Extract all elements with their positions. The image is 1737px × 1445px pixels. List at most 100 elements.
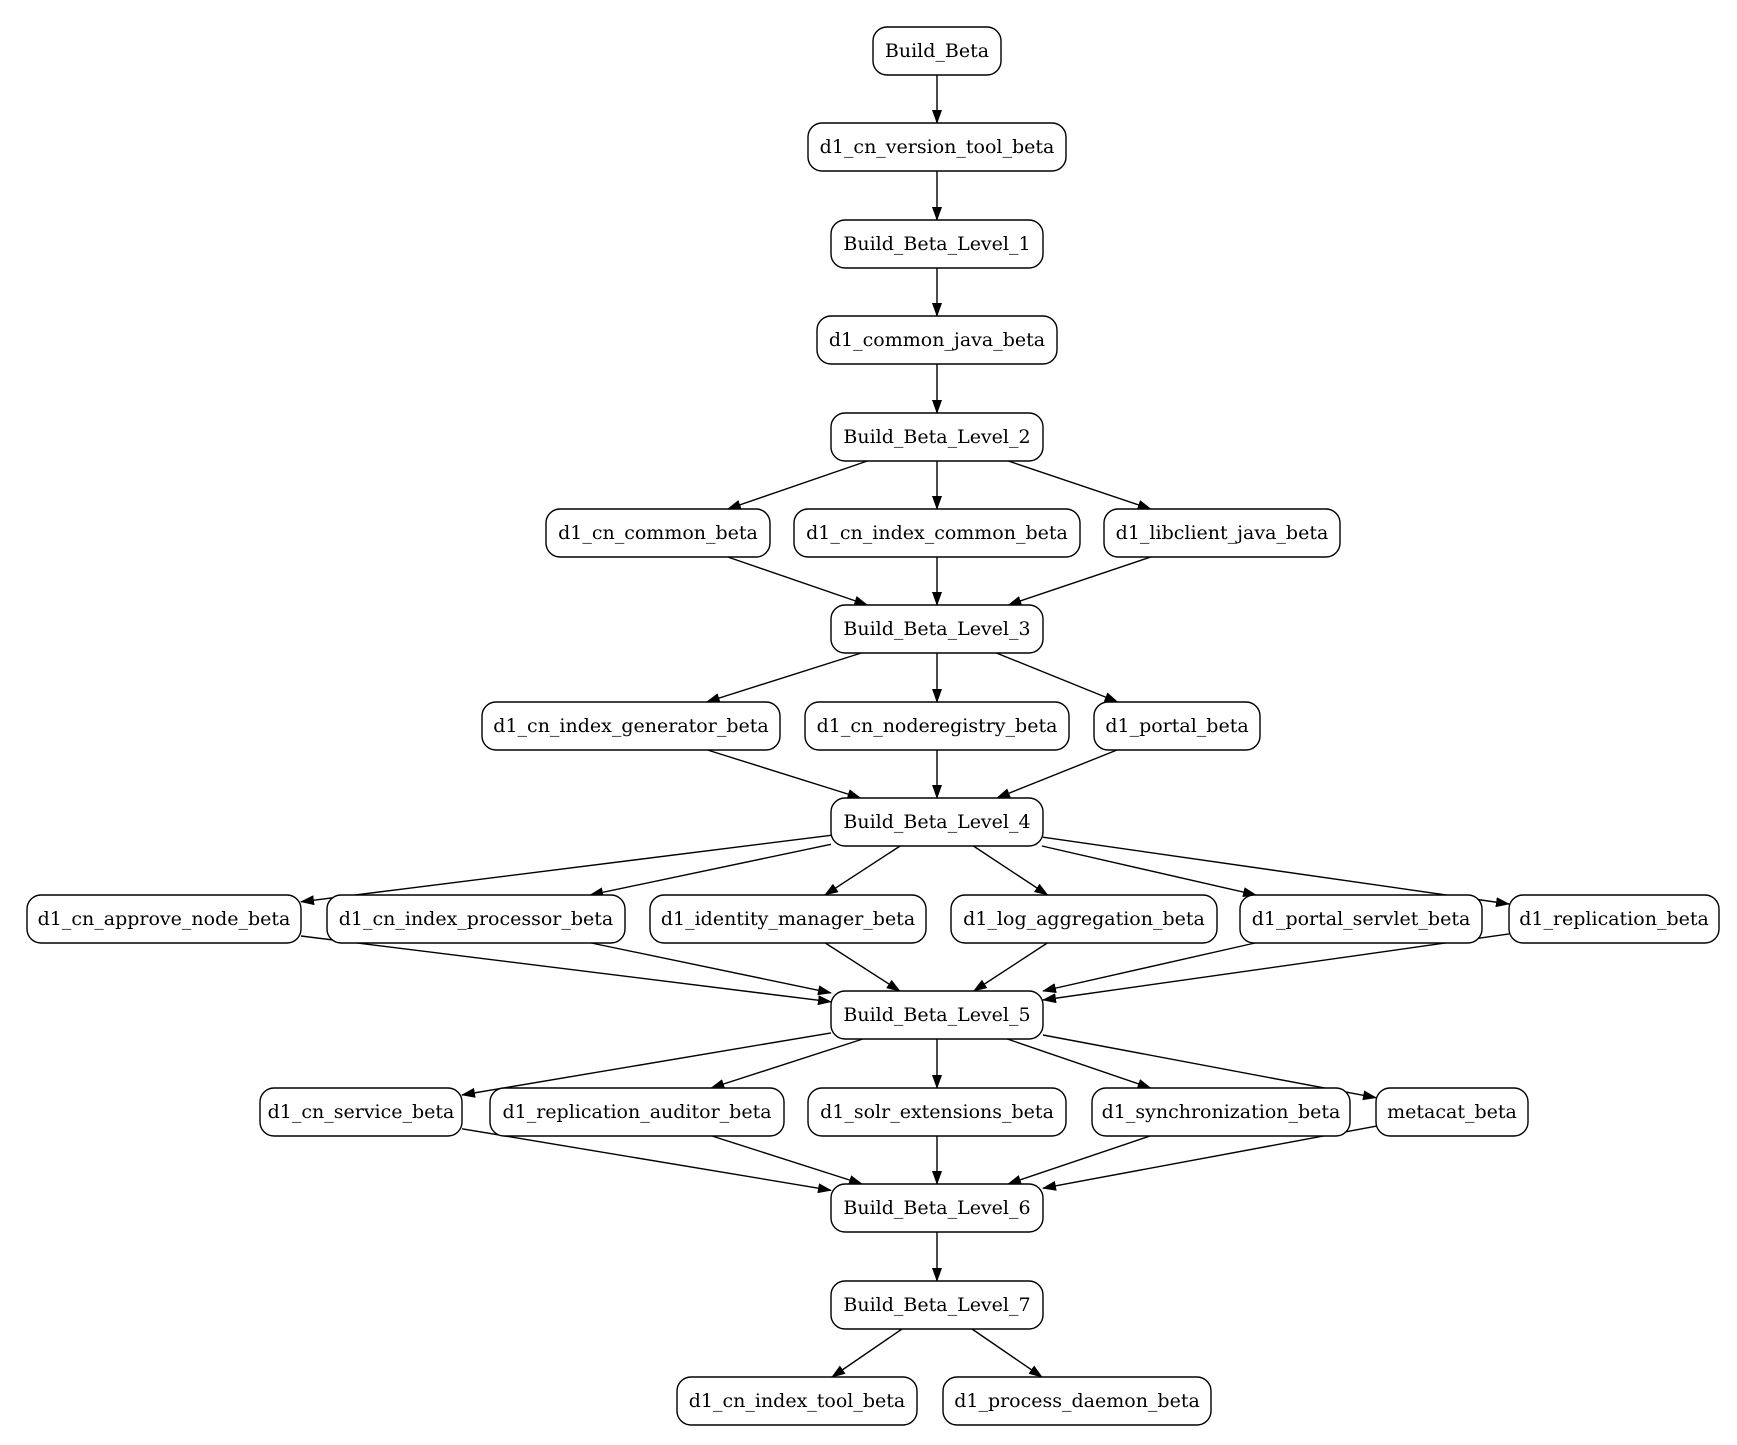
node-box <box>830 990 1044 1040</box>
node-box <box>807 1087 1067 1137</box>
node-label: Build_Beta_Level_3 <box>843 618 1030 640</box>
node-level-6: Build_Beta_Level_6 <box>830 1183 1044 1233</box>
node-identity-manager: d1_identity_manager_beta <box>649 894 927 944</box>
edge-level_7-to-cn_index_tool <box>831 1328 903 1378</box>
node-label: Build_Beta_Level_6 <box>843 1197 1030 1219</box>
node-label: d1_cn_index_tool_beta <box>689 1390 906 1412</box>
edge-synchronization-to-level_6 <box>1007 1135 1151 1185</box>
node-box <box>830 1183 1044 1233</box>
edge-portal_servlet-to-level_5 <box>1042 942 1256 994</box>
node-box <box>1091 1087 1351 1137</box>
node-level-3: Build_Beta_Level_3 <box>830 604 1044 654</box>
node-label: Build_Beta <box>885 40 989 62</box>
node-process-daemon: d1_process_daemon_beta <box>942 1376 1212 1426</box>
node-common-java: d1_common_java_beta <box>816 315 1058 365</box>
node-label: d1_cn_approve_node_beta <box>38 908 291 930</box>
node-box <box>816 315 1058 365</box>
node-metacat: metacat_beta <box>1375 1087 1529 1137</box>
node-portal: d1_portal_beta <box>1093 701 1261 751</box>
node-box <box>545 508 771 558</box>
node-label: Build_Beta_Level_5 <box>843 1004 1030 1026</box>
node-box <box>481 701 781 751</box>
node-label: d1_solr_extensions_beta <box>820 1101 1054 1123</box>
node-portal-servlet: d1_portal_servlet_beta <box>1239 894 1483 944</box>
edge-level_3-to-cn_index_generator <box>705 652 862 703</box>
node-libclient-java: d1_libclient_java_beta <box>1103 508 1341 558</box>
edge-portal-to-level_4 <box>996 749 1118 799</box>
node-box <box>259 1087 463 1137</box>
edge-level_4-to-cn_index_processor <box>589 843 832 898</box>
edge-level_2-to-cn_common <box>726 460 868 510</box>
node-box <box>1093 701 1261 751</box>
node-label: Build_Beta_Level_1 <box>843 233 1030 255</box>
edge-log_aggregation-to-level_5 <box>972 942 1048 992</box>
node-label: d1_cn_service_beta <box>268 1101 455 1123</box>
node-box <box>26 894 302 944</box>
edge-level_4-to-replication <box>1042 836 1510 908</box>
node-label: d1_replication_beta <box>1519 908 1709 930</box>
node-cn-common: d1_cn_common_beta <box>545 508 771 558</box>
node-log-aggregation: d1_log_aggregation_beta <box>950 894 1218 944</box>
node-label: d1_synchronization_beta <box>1102 1101 1341 1123</box>
node-cn-index-processor: d1_cn_index_processor_beta <box>326 894 626 944</box>
node-box <box>804 701 1070 751</box>
edges-layer <box>300 75 1510 1378</box>
node-level-5: Build_Beta_Level_5 <box>830 990 1044 1040</box>
edge-replication_auditor-to-level_6 <box>711 1135 863 1185</box>
node-cn-noderegistry: d1_cn_noderegistry_beta <box>804 701 1070 751</box>
node-box <box>1103 508 1341 558</box>
node-box <box>649 894 927 944</box>
node-box <box>676 1376 918 1426</box>
node-label: d1_common_java_beta <box>829 329 1045 351</box>
edge-cn_approve_node-to-level_5 <box>300 935 832 1006</box>
node-label: Build_Beta_Level_4 <box>843 811 1030 833</box>
node-box <box>807 122 1067 172</box>
node-label: Build_Beta_Level_7 <box>843 1294 1030 1316</box>
node-label: Build_Beta_Level_2 <box>843 426 1030 448</box>
node-level-2: Build_Beta_Level_2 <box>830 412 1044 462</box>
node-level-4: Build_Beta_Level_4 <box>830 797 1044 847</box>
node-box <box>489 1087 785 1137</box>
node-box <box>872 26 1002 76</box>
node-box <box>1239 894 1483 944</box>
edge-libclient_java-to-level_3 <box>1007 556 1152 606</box>
edge-cn_index_generator-to-level_4 <box>707 749 862 799</box>
node-replication: d1_replication_beta <box>1508 894 1720 944</box>
node-box <box>830 219 1044 269</box>
node-box <box>793 508 1081 558</box>
node-box <box>830 412 1044 462</box>
node-box <box>1508 894 1720 944</box>
node-label: d1_cn_version_tool_beta <box>820 136 1055 158</box>
edge-level_5-to-metacat <box>1042 1034 1377 1101</box>
node-box <box>830 1280 1044 1330</box>
node-label: d1_replication_auditor_beta <box>502 1101 771 1123</box>
node-label: d1_identity_manager_beta <box>661 908 915 930</box>
edge-identity_manager-to-level_5 <box>824 942 901 992</box>
node-cn-service: d1_cn_service_beta <box>259 1087 463 1137</box>
node-label: metacat_beta <box>1387 1101 1517 1123</box>
node-cn-version-tool: d1_cn_version_tool_beta <box>807 122 1067 172</box>
edge-level_4-to-log_aggregation <box>973 845 1049 896</box>
node-replication-auditor: d1_replication_auditor_beta <box>489 1087 785 1137</box>
node-solr-extensions: d1_solr_extensions_beta <box>807 1087 1067 1137</box>
nodes-layer: Build_Beta d1_cn_version_tool_betaBuild_B… <box>26 26 1720 1426</box>
node-cn-index-tool: d1_cn_index_tool_beta <box>676 1376 918 1426</box>
node-label: d1_cn_common_beta <box>558 522 758 544</box>
edge-level_2-to-libclient_java <box>1008 460 1152 510</box>
node-cn-index-common: d1_cn_index_common_beta <box>793 508 1081 558</box>
node-level-7: Build_Beta_Level_7 <box>830 1280 1044 1330</box>
node-build-beta: Build_Beta <box>872 26 1002 76</box>
edge-level_4-to-identity_manager <box>824 845 901 896</box>
edge-level_3-to-portal <box>996 652 1119 703</box>
edge-level_5-to-cn_service <box>461 1032 832 1098</box>
edge-cn_index_processor-to-level_5 <box>591 942 832 996</box>
edge-level_4-to-portal_servlet <box>1041 845 1258 897</box>
node-label: d1_cn_index_generator_beta <box>493 715 768 737</box>
node-label: d1_portal_servlet_beta <box>1252 908 1471 930</box>
node-label: d1_portal_beta <box>1105 715 1248 737</box>
edge-level_5-to-synchronization <box>1007 1038 1152 1089</box>
edge-cn_service-to-level_6 <box>461 1128 832 1194</box>
node-box <box>326 894 626 944</box>
node-box <box>830 797 1044 847</box>
